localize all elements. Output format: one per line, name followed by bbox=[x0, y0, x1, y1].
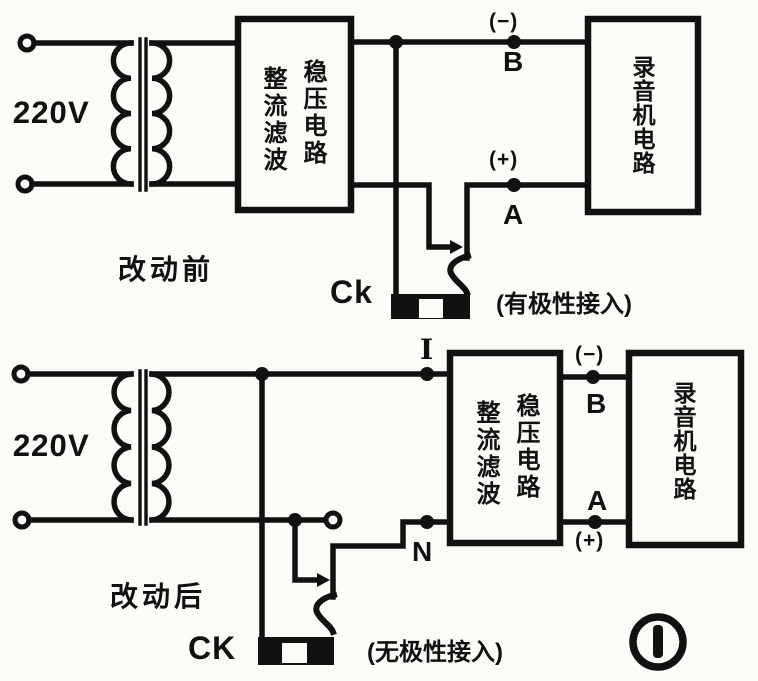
terminal-a-label-before: A bbox=[503, 199, 524, 230]
core-lines-icon bbox=[138, 369, 148, 526]
dc-plug-after bbox=[258, 637, 334, 665]
junction-dot bbox=[255, 367, 269, 381]
regulator-text-right-after: 稳压电路 bbox=[512, 393, 539, 501]
recorder-box-after bbox=[625, 349, 745, 549]
input-wiring-after bbox=[149, 367, 453, 642]
recorder-text-before: 录音机电路 bbox=[629, 55, 655, 175]
plug-window-icon bbox=[419, 299, 443, 318]
regulator-text-right-before: 稳压电路 bbox=[299, 59, 326, 167]
terminal-b-label-after: B bbox=[586, 388, 607, 419]
polarity-minus-label-before: (−) bbox=[489, 10, 519, 33]
terminal-a-label-after: A bbox=[587, 485, 608, 516]
wire-jack-to-recorder bbox=[464, 182, 591, 261]
wire-positive-to-jack bbox=[348, 182, 453, 250]
wire-to-jack-tip bbox=[292, 517, 320, 583]
recorder-text-after: 录音机电路 bbox=[670, 381, 696, 501]
mains-voltage-label-before: 220V bbox=[12, 95, 91, 130]
dc-plug-before bbox=[391, 294, 470, 319]
polarity-plus-label-before: (+) bbox=[489, 148, 519, 171]
regulator-box-after bbox=[446, 349, 564, 547]
terminal-a-dot bbox=[507, 178, 521, 192]
badge-numeral-1-icon bbox=[653, 625, 663, 658]
figure-number-badge bbox=[629, 613, 687, 671]
primary-coil-icon bbox=[110, 40, 134, 187]
terminal-n-dot bbox=[420, 515, 434, 529]
junction-dot bbox=[288, 513, 302, 527]
terminal-i-dot bbox=[420, 367, 434, 381]
regulator-text-left-before: 整流滤波 bbox=[259, 66, 286, 174]
plug-label-after: CK bbox=[188, 630, 237, 666]
core-lines-icon bbox=[138, 37, 148, 192]
caption-before: 改动前 bbox=[118, 254, 215, 285]
plug-tip-arrow-icon bbox=[450, 240, 463, 254]
badge-circle-icon bbox=[629, 613, 687, 671]
connection-note-before: (有极性接入) bbox=[496, 291, 632, 318]
open-terminal-circle bbox=[323, 510, 343, 530]
plug-tip-arrow-icon bbox=[317, 573, 330, 587]
terminal-a-dot bbox=[588, 515, 602, 529]
transformer-after bbox=[11, 364, 172, 530]
output-wiring-after bbox=[557, 370, 632, 529]
wire-jack-to-regulator bbox=[330, 519, 453, 600]
terminal-i-label-after: I bbox=[420, 333, 434, 366]
plug-label-before: Ck bbox=[330, 274, 373, 310]
transformer-before bbox=[15, 33, 241, 194]
jack-spring-contact-icon bbox=[313, 591, 338, 636]
jack-spring-contact-icon bbox=[447, 252, 472, 297]
polarity-plus-label-after: (+) bbox=[575, 529, 605, 552]
mains-voltage-label-after: 220V bbox=[12, 428, 91, 463]
terminal-b-dot bbox=[586, 370, 600, 384]
junction-dot bbox=[389, 35, 403, 49]
secondary-coil-icon bbox=[149, 40, 173, 187]
recorder-box-before bbox=[584, 15, 702, 216]
terminal-b-dot bbox=[507, 35, 521, 49]
caption-after: 改动后 bbox=[110, 581, 207, 612]
polarity-minus-label-after: (−) bbox=[575, 343, 605, 366]
terminal-n-label-after: N bbox=[412, 536, 433, 567]
connection-note-after: (无极性接入) bbox=[367, 639, 503, 666]
primary-coil-icon bbox=[111, 371, 134, 523]
plug-window-icon bbox=[282, 643, 307, 663]
regulator-box-before bbox=[234, 15, 355, 214]
terminal-b-label-before: B bbox=[503, 46, 524, 77]
output-wiring-before bbox=[348, 35, 591, 299]
secondary-coil-icon bbox=[149, 371, 172, 523]
regulator-text-left-after: 整流滤波 bbox=[472, 400, 499, 508]
